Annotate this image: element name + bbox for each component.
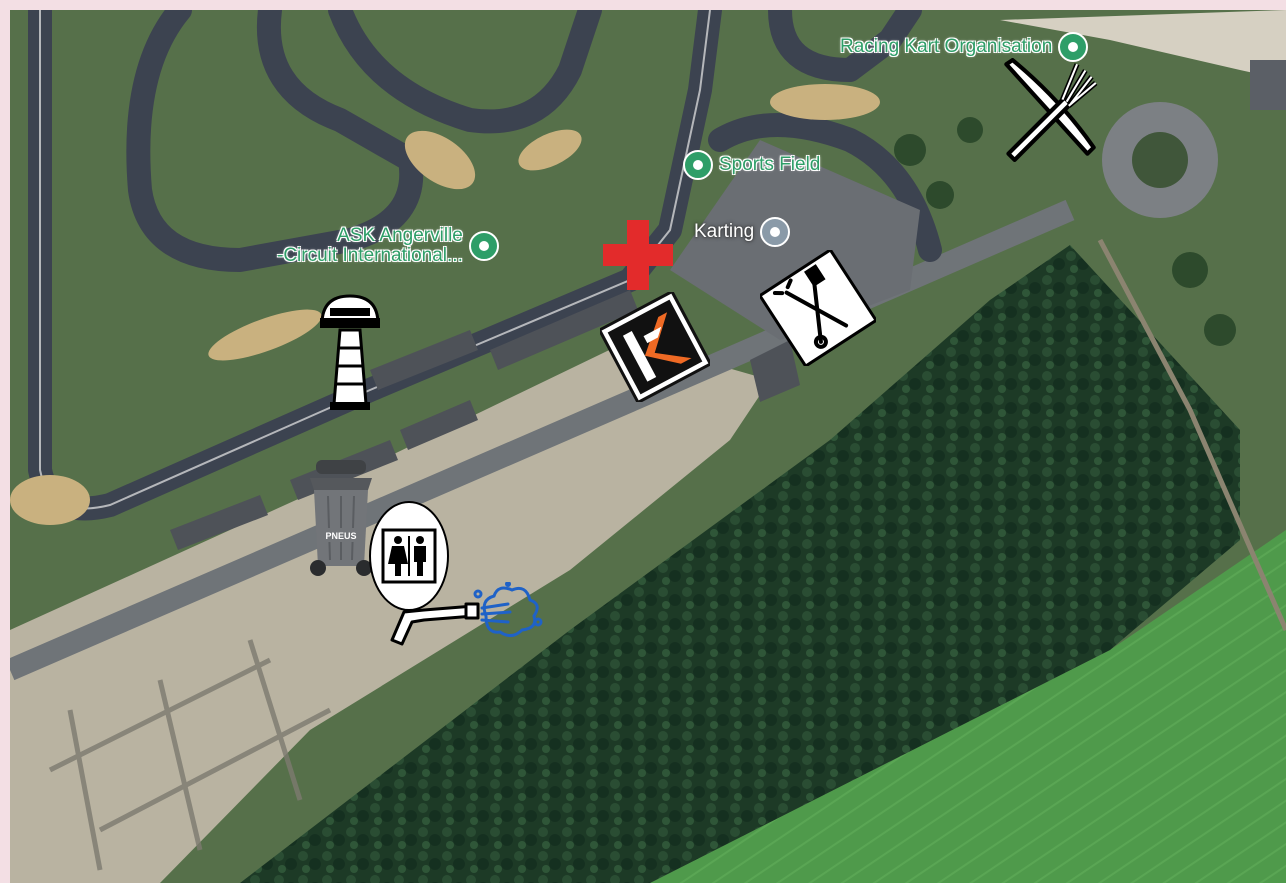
poi-racing-kart-organisation[interactable]: Racing Kart Organisation [840, 32, 1089, 62]
map-pin-icon [468, 230, 499, 261]
map-pin-icon [1058, 32, 1089, 62]
satellite-map[interactable]: Racing Kart Organisation Sports Field Ka… [10, 10, 1286, 883]
pressure-washer-icon[interactable] [388, 582, 544, 646]
poi-label: Sports Field [719, 154, 821, 176]
poi-label-line1: ASK Angerville [337, 225, 463, 246]
fork-knife-icon[interactable] [998, 58, 1102, 162]
kart-logo-icon[interactable] [600, 292, 710, 402]
map-pin-icon [760, 217, 791, 247]
control-tower-icon[interactable] [318, 292, 382, 412]
poi-sports-field[interactable]: Sports Field [683, 150, 820, 180]
map-pin-icon [683, 150, 713, 180]
poi-label: ASK Angerville -Circuit International... [277, 226, 463, 266]
poi-label: Racing Kart Organisation [840, 36, 1053, 58]
poi-ask-angerville[interactable]: ASK Angerville -Circuit International... [277, 226, 499, 266]
access-road [10, 199, 1075, 681]
bin-label: PNEUS [325, 531, 356, 541]
paddock-area [10, 340, 770, 883]
wrench-screwdriver-icon[interactable] [760, 250, 876, 366]
map-imagery [10, 10, 1286, 883]
red-cross-icon[interactable] [603, 220, 673, 290]
forest [240, 245, 1240, 883]
poi-label-line2: -Circuit International... [277, 244, 463, 266]
poi-label: Karting [694, 221, 755, 243]
tyre-bin-icon[interactable]: PNEUS [306, 456, 376, 578]
poi-karting[interactable]: Karting [694, 217, 791, 247]
